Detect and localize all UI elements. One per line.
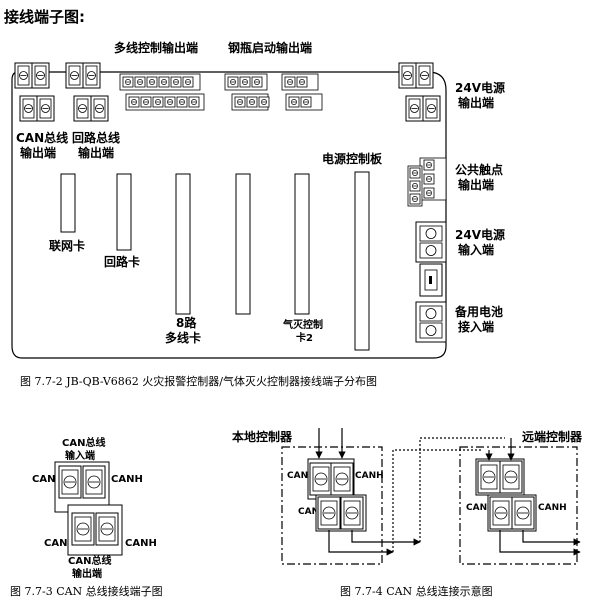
fig2-out-label-2: 输出端 <box>72 567 102 580</box>
fig2-in-label-2: 输入端 <box>65 449 95 462</box>
power-board-slot <box>354 171 370 351</box>
local-output-terminal <box>315 494 367 532</box>
gas-card-slot <box>294 173 310 315</box>
fig2-canh-bottom: CANH <box>125 538 157 549</box>
fig3-canl-local-top: CANL <box>287 471 314 481</box>
fig3-caption: 图 7.7-4 CAN 总线连接示意图 <box>340 584 493 598</box>
label-multi-card-1: 8路 <box>176 315 197 330</box>
remote-controller-box <box>459 446 578 565</box>
label-v24-output-2: 输出端 <box>458 95 494 110</box>
battery-input-terminal <box>415 301 447 343</box>
fig2-out-label-1: CAN总线 <box>68 554 111 567</box>
fig3-remote-label: 远端控制器 <box>522 429 583 444</box>
fig3-canh-remote: CANH <box>538 503 567 513</box>
can-link-wires <box>392 437 505 552</box>
remote-input-arrows <box>485 438 515 461</box>
label-multi-card-2: 多线卡 <box>165 330 201 345</box>
remote-output-wires <box>499 530 581 556</box>
fig2-in-label-1: CAN总线 <box>62 436 105 449</box>
label-battery-input-2: 接入端 <box>458 319 494 334</box>
remote-output-terminal <box>487 494 537 532</box>
fig2-caption: 图 7.7-3 CAN 总线接线端子图 <box>10 584 163 598</box>
fig2-canl-top: CANL <box>32 474 62 485</box>
loop-card-slot <box>116 173 132 251</box>
page-heading: 接线端子图: <box>4 8 85 26</box>
label-power-board: 电源控制板 <box>322 151 383 166</box>
remote-input-terminal <box>475 458 525 496</box>
label-loop-card: 回路卡 <box>104 254 140 269</box>
label-bottle-start-output: 钢瓶启动输出端 <box>228 40 312 55</box>
controller-board <box>11 71 447 359</box>
label-common-contact-2: 输出端 <box>458 177 494 192</box>
label-common-contact-1: 公共触点 <box>455 162 503 177</box>
fig3-canh-local-top: CANH <box>355 471 384 481</box>
label-v24-output-1: 24V电源 <box>455 80 505 95</box>
fig3-local-label: 本地控制器 <box>232 429 293 444</box>
label-multi-line-output: 多线控制输出端 <box>114 40 198 55</box>
label-can-output-1: CAN总线 <box>16 130 68 145</box>
fig3-canl-local-bottom: CANL <box>298 507 325 517</box>
v24-input-terminal <box>415 221 447 263</box>
bottle-start-output-terminals <box>224 73 323 111</box>
fig2-canh-top: CANH <box>111 474 143 485</box>
power-switch <box>419 263 443 297</box>
can-output-terminal <box>67 504 123 556</box>
fig2-canl-bottom: CANL <box>44 538 74 549</box>
network-card-slot <box>60 173 76 233</box>
label-v24-input-1: 24V电源 <box>455 227 505 242</box>
label-gas-card-1: 气灭控制 <box>282 318 323 331</box>
fig3-canl-remote: CANL <box>466 503 493 513</box>
multi-line-card-slot <box>175 173 191 315</box>
local-input-arrows <box>315 428 346 459</box>
local-output-wires <box>328 530 421 556</box>
fig1-caption: 图 7.7-2 JB-QB-V6862 火灾报警控制器/气体灭火控制器接线端子分… <box>20 374 377 388</box>
label-gas-card-2: 卡2 <box>296 331 313 344</box>
label-loop-output-1: 回路总线 <box>72 130 120 145</box>
card-slot <box>235 173 251 315</box>
local-input-terminal <box>307 458 355 500</box>
label-battery-input-1: 备用电池 <box>454 304 503 319</box>
multi-line-output-terminals <box>119 73 205 111</box>
common-contact-terminal <box>407 157 447 207</box>
label-can-output-2: 输出端 <box>20 145 56 160</box>
label-v24-input-2: 输入端 <box>458 242 494 257</box>
label-network-card: 联网卡 <box>49 238 85 253</box>
local-controller-box <box>281 446 383 565</box>
label-loop-output-2: 输出端 <box>78 145 114 160</box>
